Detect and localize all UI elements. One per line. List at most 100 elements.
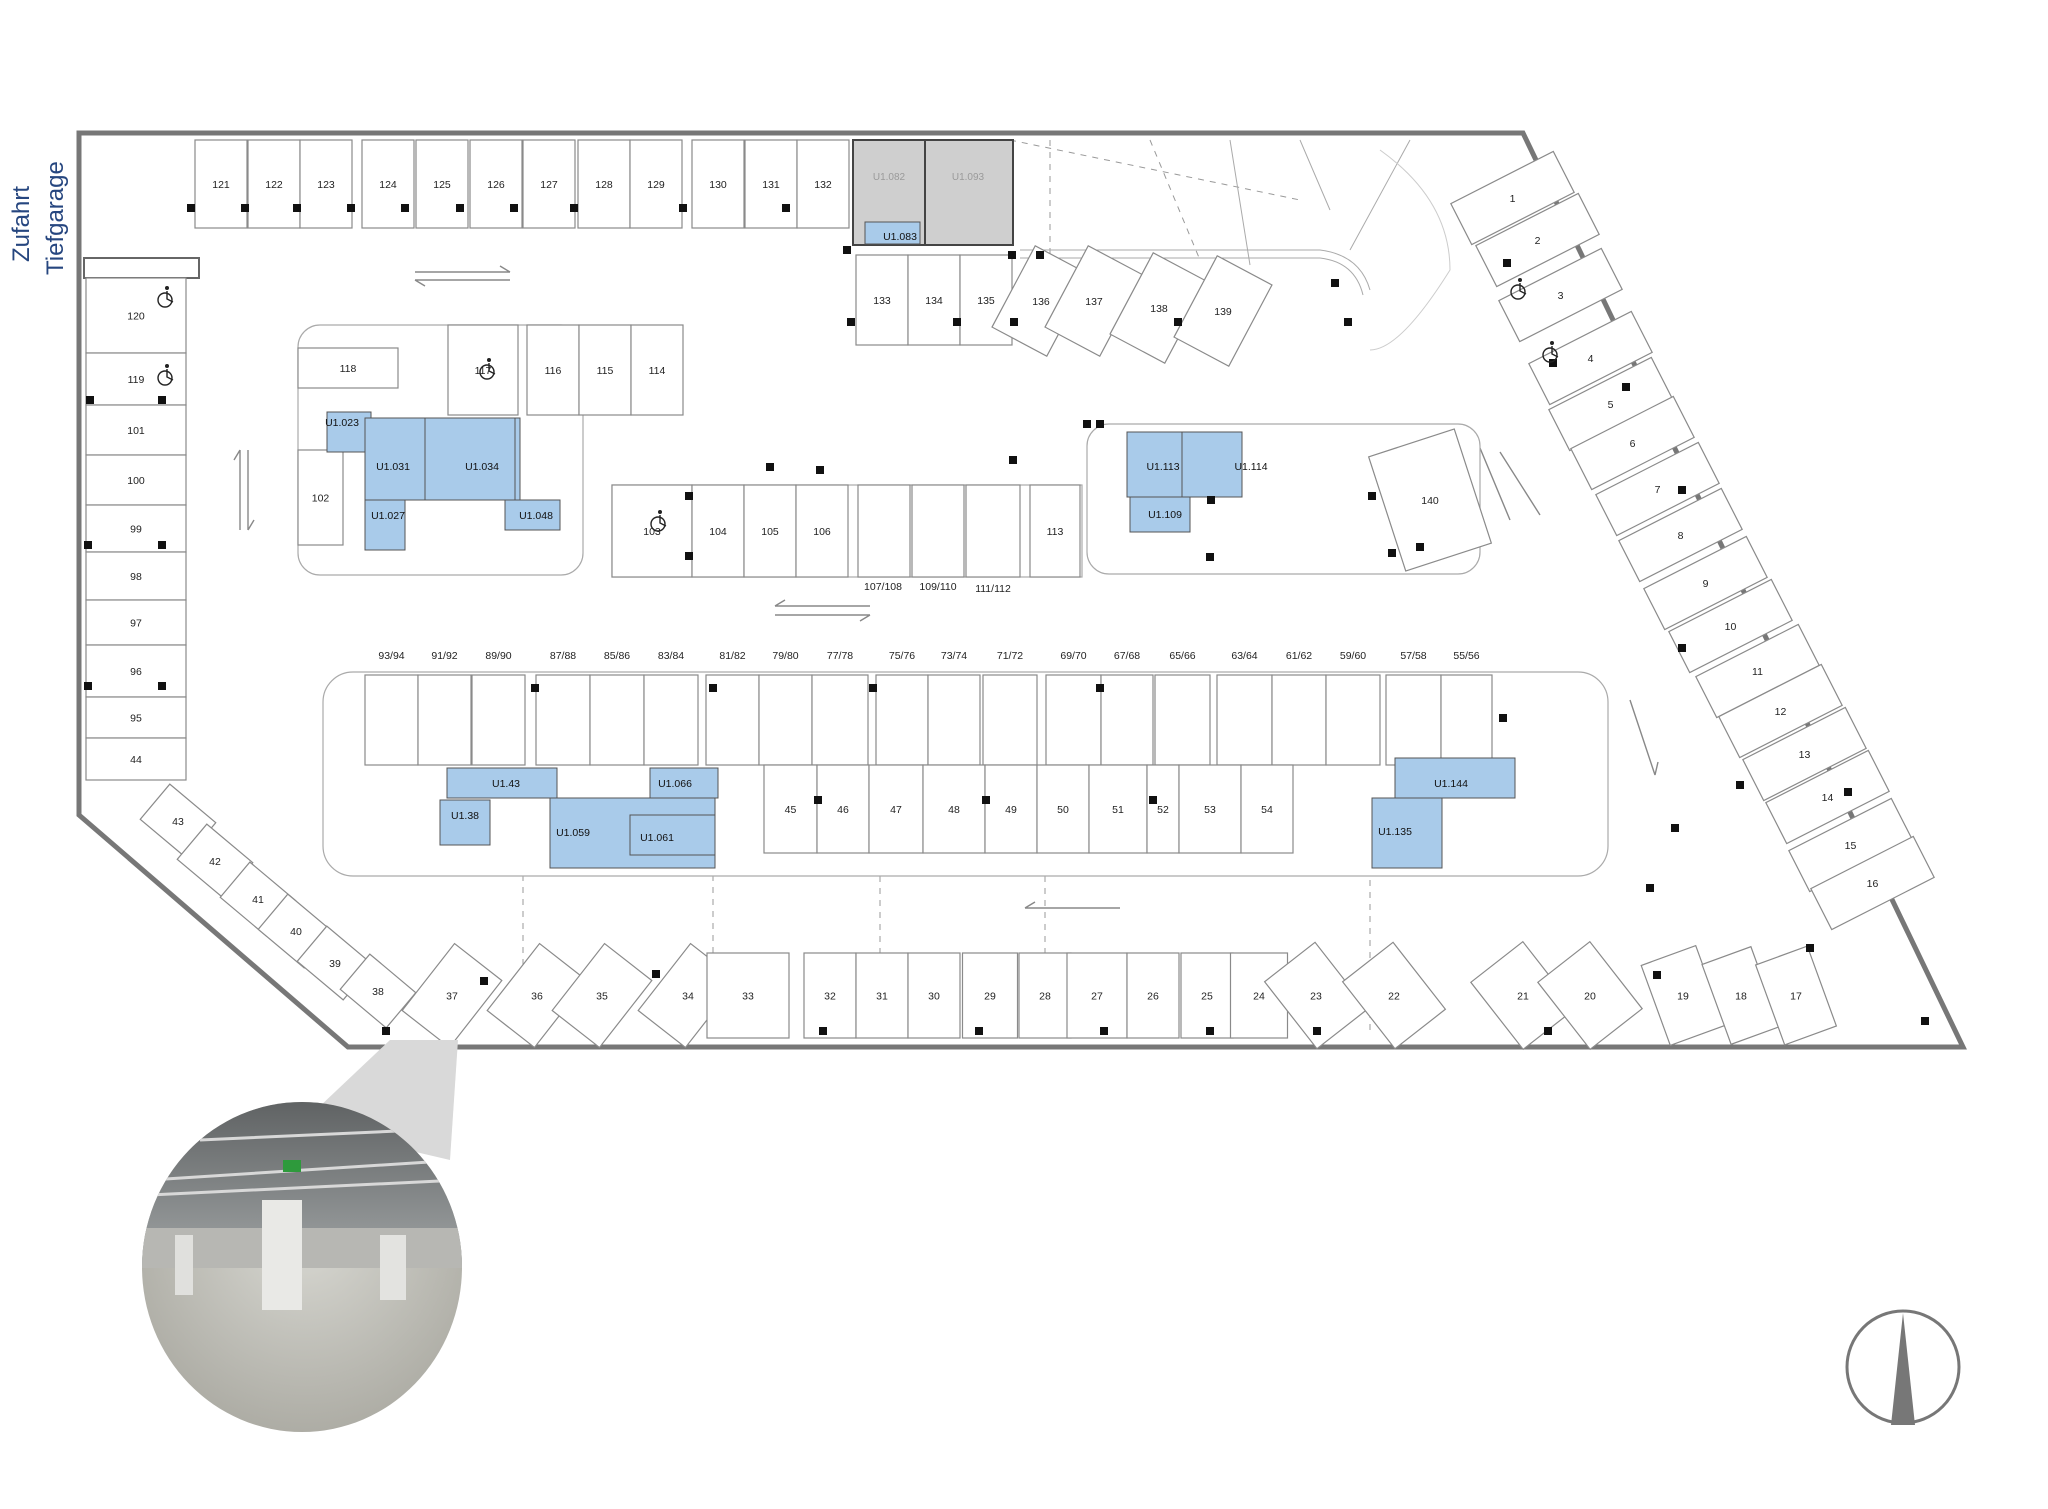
parking-space[interactable]: 30: [907, 952, 961, 1039]
parking-space[interactable]: 100: [85, 454, 187, 506]
parking-space[interactable]: [965, 484, 1021, 578]
parking-space[interactable]: [1154, 674, 1211, 766]
parking-space[interactable]: 25: [1180, 952, 1234, 1039]
parking-space[interactable]: 95: [85, 696, 187, 739]
parking-space[interactable]: 101: [85, 404, 187, 456]
technical-room[interactable]: U1.061: [629, 814, 716, 856]
parking-space[interactable]: 96: [85, 644, 187, 698]
parking-space[interactable]: 29: [961, 952, 1019, 1039]
parking-space[interactable]: [589, 674, 645, 766]
parking-space[interactable]: 140: [1367, 428, 1493, 572]
parking-space[interactable]: 133: [855, 254, 909, 346]
parking-space[interactable]: [911, 484, 965, 578]
technical-room[interactable]: U1.114: [1181, 431, 1268, 498]
parking-space[interactable]: 14: [1765, 749, 1890, 845]
parking-space[interactable]: 35: [551, 942, 653, 1049]
technical-room[interactable]: U1.023: [325, 411, 372, 453]
parking-space[interactable]: 12: [1718, 663, 1843, 759]
parking-space[interactable]: [471, 674, 526, 766]
parking-space[interactable]: 13: [1742, 706, 1867, 802]
parking-space[interactable]: 130: [691, 139, 745, 229]
parking-space[interactable]: 98: [85, 551, 187, 601]
parking-space[interactable]: [1271, 674, 1327, 766]
parking-space[interactable]: [417, 674, 472, 766]
parking-space[interactable]: [857, 484, 911, 578]
parking-space[interactable]: 124: [361, 139, 415, 229]
parking-space[interactable]: 16: [1810, 835, 1935, 931]
technical-room[interactable]: U1.38: [439, 799, 491, 846]
technical-room[interactable]: U1.144: [1394, 757, 1516, 799]
parking-space[interactable]: 103: [611, 484, 693, 578]
parking-space[interactable]: [1440, 674, 1493, 766]
parking-space[interactable]: 139: [1173, 255, 1273, 367]
parking-space[interactable]: 17: [1754, 945, 1838, 1046]
parking-space[interactable]: [982, 674, 1038, 766]
parking-space[interactable]: 52: [1146, 764, 1180, 854]
parking-space[interactable]: 128: [577, 139, 631, 229]
parking-space[interactable]: 50: [1036, 764, 1090, 854]
parking-space[interactable]: 38: [339, 953, 417, 1029]
parking-space[interactable]: 37: [401, 942, 503, 1049]
parking-space[interactable]: 33: [706, 952, 790, 1039]
parking-space[interactable]: 27: [1066, 952, 1128, 1039]
parking-space[interactable]: [758, 674, 813, 766]
parking-space[interactable]: 47: [868, 764, 924, 854]
parking-space[interactable]: 123: [299, 139, 353, 229]
technical-room[interactable]: U1.113: [1126, 431, 1183, 498]
parking-space[interactable]: 28: [1018, 952, 1072, 1039]
technical-room[interactable]: U1.048: [504, 499, 561, 531]
parking-space[interactable]: 54: [1240, 764, 1294, 854]
parking-space[interactable]: 114: [630, 324, 684, 416]
parking-space[interactable]: 7: [1595, 441, 1720, 537]
parking-space[interactable]: 127: [522, 139, 576, 229]
parking-space[interactable]: 116: [526, 324, 580, 416]
parking-space[interactable]: 44: [85, 737, 187, 781]
parking-space[interactable]: 31: [855, 952, 909, 1039]
parking-space[interactable]: 46: [816, 764, 870, 854]
technical-room[interactable]: U1.034: [424, 417, 516, 501]
technical-room[interactable]: U1.083: [864, 221, 921, 245]
parking-space[interactable]: 132: [796, 139, 850, 229]
parking-space[interactable]: 4: [1528, 310, 1653, 406]
parking-space[interactable]: 9: [1643, 535, 1768, 631]
parking-space[interactable]: 122: [247, 139, 301, 229]
parking-space[interactable]: 105: [743, 484, 797, 578]
parking-space[interactable]: 102: [297, 449, 344, 546]
parking-space[interactable]: [1045, 674, 1102, 766]
parking-space[interactable]: 1: [1450, 150, 1575, 246]
technical-room[interactable]: U1.135: [1371, 797, 1443, 869]
parking-space[interactable]: 131: [744, 139, 798, 229]
parking-space[interactable]: 126: [469, 139, 523, 229]
parking-space[interactable]: 8: [1618, 487, 1743, 583]
parking-space[interactable]: 104: [691, 484, 745, 578]
parking-space[interactable]: 129: [629, 139, 683, 229]
parking-space[interactable]: 121: [194, 139, 248, 229]
parking-space[interactable]: 10: [1668, 578, 1793, 674]
technical-room[interactable]: U1.109: [1129, 496, 1191, 533]
parking-space[interactable]: 22: [1341, 941, 1447, 1050]
parking-space[interactable]: 115: [578, 324, 632, 416]
parking-space[interactable]: 32: [803, 952, 857, 1039]
technical-room[interactable]: U1.43: [446, 767, 558, 799]
parking-space[interactable]: 113: [1029, 484, 1081, 578]
parking-space[interactable]: [1100, 674, 1154, 766]
parking-space[interactable]: 119: [85, 352, 187, 406]
parking-space[interactable]: [364, 674, 419, 766]
parking-space[interactable]: 20: [1536, 940, 1644, 1051]
parking-space[interactable]: 120: [85, 277, 187, 354]
parking-space[interactable]: [1216, 674, 1273, 766]
parking-space[interactable]: [875, 674, 929, 766]
technical-room[interactable]: U1.027: [364, 499, 406, 551]
parking-space[interactable]: 23: [1263, 941, 1369, 1050]
parking-space[interactable]: 97: [85, 599, 187, 646]
parking-space[interactable]: [535, 674, 591, 766]
parking-space[interactable]: 45: [763, 764, 818, 854]
parking-space[interactable]: 48: [922, 764, 986, 854]
parking-space[interactable]: 51: [1088, 764, 1148, 854]
parking-space[interactable]: 117: [447, 324, 519, 416]
technical-room[interactable]: U1.066: [649, 767, 719, 799]
parking-space[interactable]: 106: [795, 484, 849, 578]
parking-space[interactable]: 134: [907, 254, 961, 346]
parking-space[interactable]: 99: [85, 504, 187, 553]
parking-space[interactable]: 3: [1498, 247, 1623, 343]
